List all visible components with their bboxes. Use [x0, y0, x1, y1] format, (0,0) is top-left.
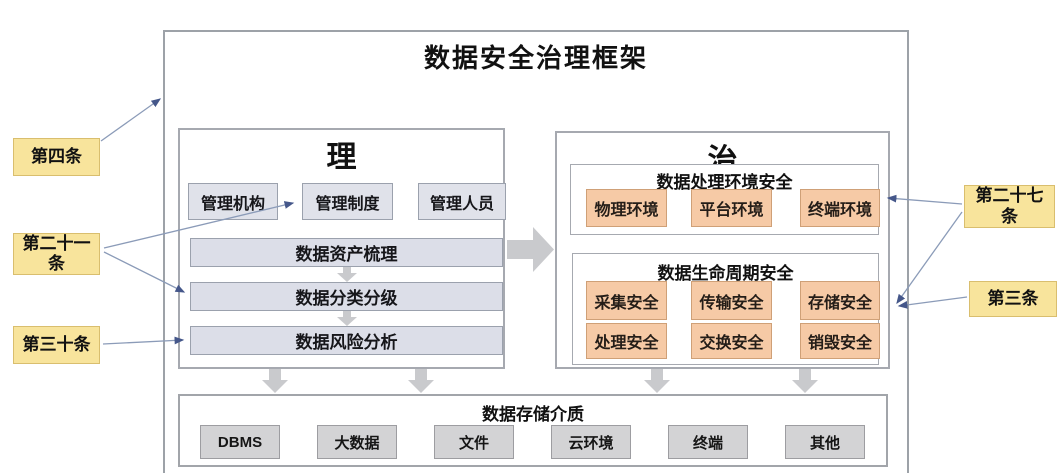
lifecycle-cell-exchange: 交换安全 [691, 323, 772, 359]
org-box-management-agency: 管理机构 [188, 183, 278, 220]
note-article-21: 第二十一条 [13, 233, 100, 275]
process-bar-risk-analysis: 数据风险分析 [190, 326, 503, 355]
storage-section-title: 数据存储介质 [482, 405, 584, 424]
env-security-group: 数据处理环境安全 物理环境 平台环境 终端环境 [570, 164, 880, 235]
storage-item-dbms: DBMS [200, 425, 280, 459]
li-section-box: 理 管理机构 管理制度 管理人员 数据资产梳理 数据分类分级 数据风险分析 [178, 128, 506, 369]
lifecycle-cell-transmission: 传输安全 [691, 281, 772, 320]
connector-article3-to-lifecycle [897, 296, 968, 309]
lifecycle-cell-destruction: 销毁安全 [800, 323, 880, 359]
note-article-30: 第三十条 [13, 326, 100, 364]
org-box-management-system: 管理制度 [302, 183, 393, 220]
lifecycle-cell-storage: 存储安全 [800, 281, 880, 320]
env-cell-physical: 物理环境 [586, 189, 667, 227]
diagram-title: 数据安全治理框架 [423, 43, 648, 73]
lifecycle-security-title: 数据生命周期安全 [657, 264, 794, 283]
env-cell-terminal: 终端环境 [800, 189, 880, 227]
note-article-27: 第二十七条 [964, 185, 1055, 228]
connector-article4-to-frame [100, 98, 162, 142]
down-arrow-icon [337, 311, 357, 326]
down-arrow-icon [337, 267, 357, 282]
env-cell-platform: 平台环境 [691, 189, 772, 227]
process-bar-classification: 数据分类分级 [190, 282, 503, 311]
process-bar-asset-sorting: 数据资产梳理 [190, 238, 503, 267]
lifecycle-cell-collection: 采集安全 [586, 281, 667, 320]
zhi-section-box: 治 数据处理环境安全 物理环境 平台环境 终端环境 数据生命周期安全 采集安全 … [555, 131, 890, 369]
lifecycle-security-group: 数据生命周期安全 采集安全 传输安全 存储安全 处理安全 交换安全 销毁安全 [572, 253, 880, 365]
storage-item-files: 文件 [434, 425, 514, 459]
storage-item-bigdata: 大数据 [317, 425, 397, 459]
note-article-4: 第四条 [13, 138, 100, 176]
note-article-3: 第三条 [969, 281, 1057, 317]
storage-item-other: 其他 [785, 425, 865, 459]
li-section-title: 理 [326, 141, 357, 174]
storage-section-box: 数据存储介质 DBMS 大数据 文件 云环境 终端 其他 [178, 394, 888, 467]
storage-item-cloud: 云环境 [551, 425, 631, 459]
org-box-management-personnel: 管理人员 [418, 183, 506, 220]
storage-item-terminal: 终端 [668, 425, 748, 459]
env-security-title: 数据处理环境安全 [656, 173, 793, 192]
lifecycle-cell-processing: 处理安全 [586, 323, 667, 359]
